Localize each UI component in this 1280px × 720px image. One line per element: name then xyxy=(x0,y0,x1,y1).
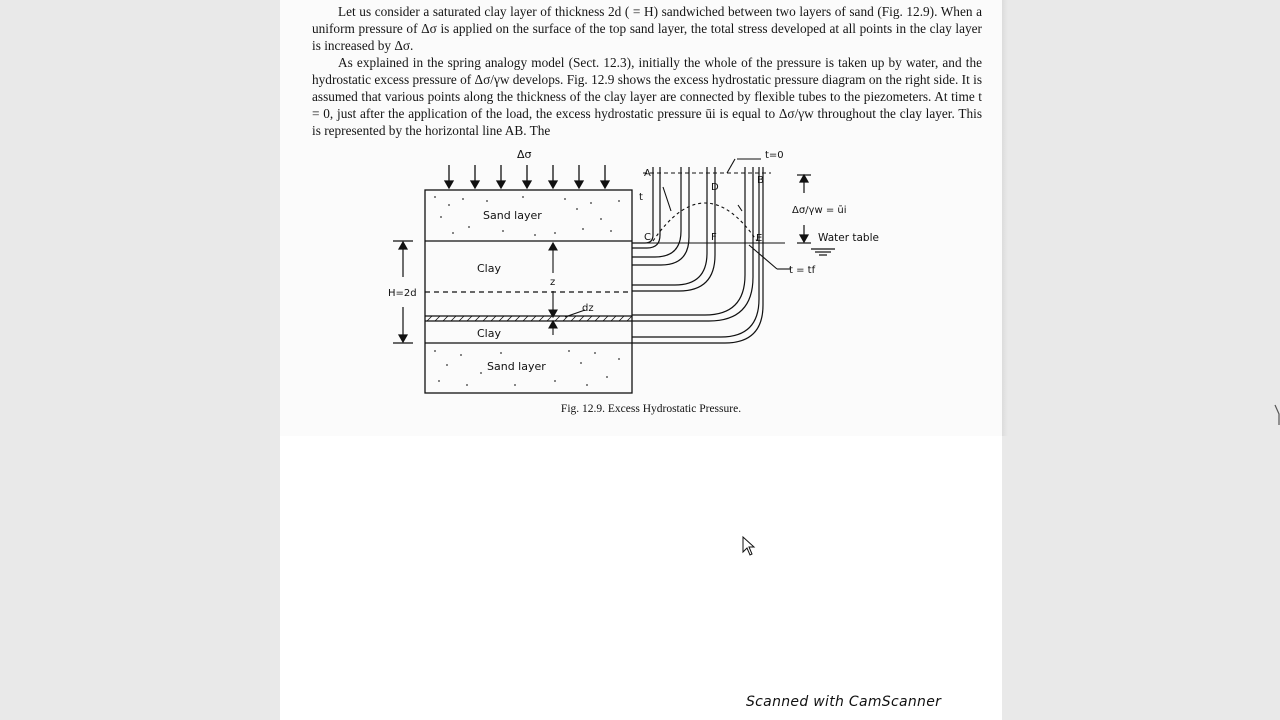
dz-label: dz xyxy=(582,303,594,314)
load-arrows xyxy=(443,165,611,190)
figure-caption: Fig. 12.9. Excess Hydrostatic Pressure. xyxy=(560,403,742,415)
clay-bottom-label: Clay xyxy=(477,327,501,340)
point-a: A xyxy=(644,168,651,179)
camscanner-watermark: Scanned with CamScanner xyxy=(746,694,942,710)
sand-stipple xyxy=(434,196,620,386)
point-f: F xyxy=(711,232,717,243)
dz-element-hatch xyxy=(426,315,633,322)
clay-top-label: Clay xyxy=(477,262,501,275)
t-label: t xyxy=(639,192,643,203)
water-table-label: Water table xyxy=(818,232,879,244)
sand-bottom-label: Sand layer xyxy=(487,360,546,373)
page-content-area xyxy=(280,0,1002,436)
body-text: Let us consider a saturated clay layer o… xyxy=(312,3,982,139)
pressure-head-label: Δσ/γw = ūi xyxy=(792,205,847,216)
sand-top-label: Sand layer xyxy=(483,209,542,222)
pressure-lines xyxy=(643,158,791,270)
excess-pressure-diagram: Δσ xyxy=(388,148,879,394)
edge-mark-icon xyxy=(1274,404,1280,425)
point-d: D xyxy=(711,182,719,193)
soil-column xyxy=(424,189,633,394)
scanned-page: Let us consider a saturated clay layer o… xyxy=(280,0,1002,720)
piezometer-tubes xyxy=(632,167,764,344)
mouse-cursor-icon xyxy=(742,535,756,556)
load-label: Δσ xyxy=(517,148,532,161)
pressure-head-dimension xyxy=(797,173,835,256)
point-c: C xyxy=(644,232,651,243)
point-b: B xyxy=(757,175,764,186)
thickness-label: H=2d xyxy=(388,288,417,299)
point-e: E xyxy=(756,233,762,244)
thickness-dimension xyxy=(393,240,413,344)
z-dimension xyxy=(548,241,586,335)
figure-12-9: Δσ xyxy=(388,145,925,405)
paragraph-2: As explained in the spring analogy model… xyxy=(312,55,982,138)
tf-label: t = tf xyxy=(789,265,816,276)
t0-label: t=0 xyxy=(765,150,784,161)
paragraph-1: Let us consider a saturated clay layer o… xyxy=(312,4,982,53)
point-labels: A B C D E F t t=0 t = tf xyxy=(639,150,816,276)
z-label: z xyxy=(550,277,555,288)
viewer-background xyxy=(1002,0,1280,436)
